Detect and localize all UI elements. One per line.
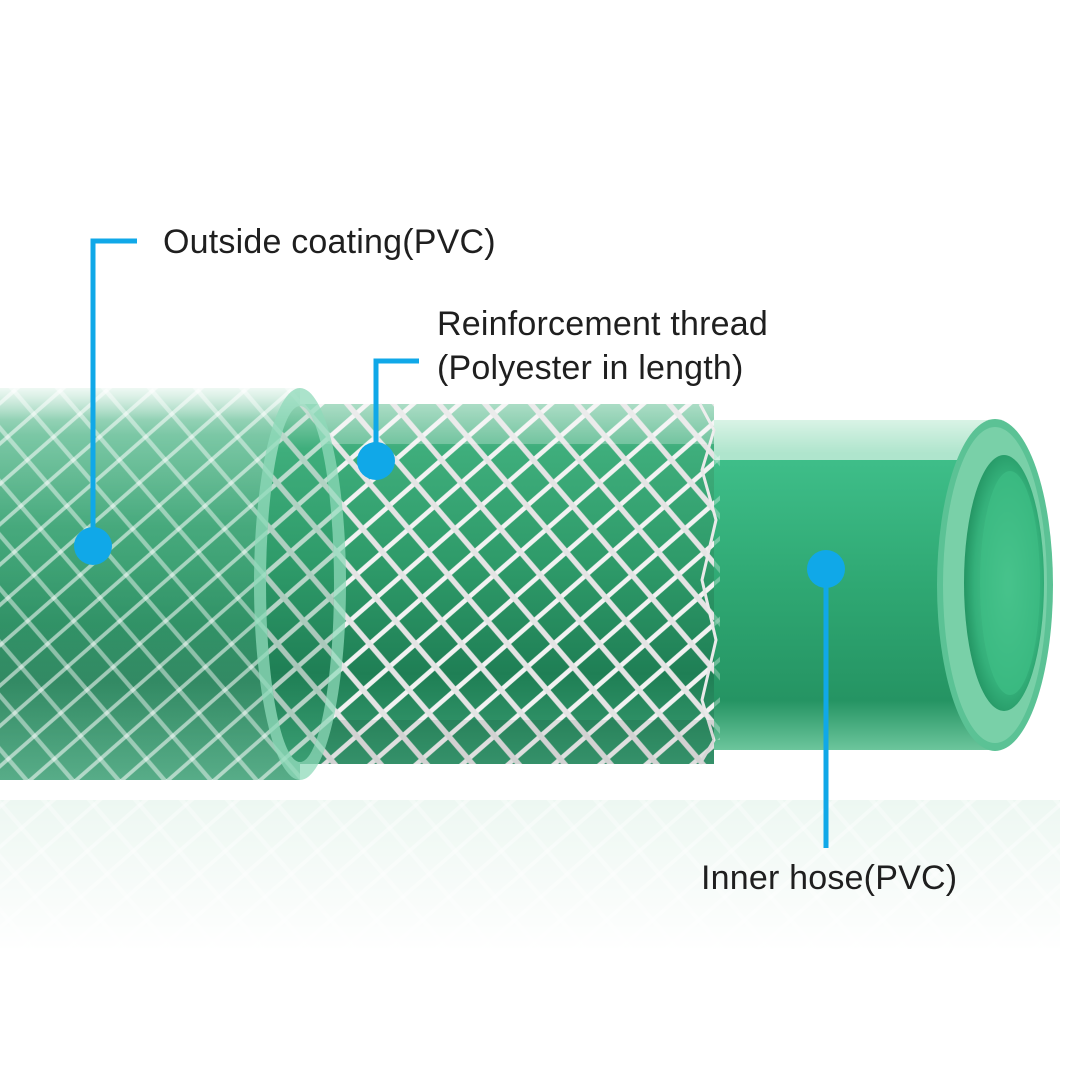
callout-inner-line — [807, 550, 845, 848]
callout-outside-dot — [74, 527, 112, 565]
floor-reflection — [0, 800, 1080, 950]
callout-reinforce-dot — [357, 442, 395, 480]
callout-outside-line — [74, 238, 137, 565]
outside-coating-label: Outside coating(PVC) — [163, 223, 496, 261]
outside-coating — [0, 388, 346, 780]
callout-reinforce-line — [357, 358, 419, 480]
inner-hose-label: Inner hose(PVC) — [701, 859, 958, 897]
reinforcement-label: Reinforcement thread (Polyester in lengt… — [437, 302, 768, 390]
reinforcement-label-line2: (Polyester in length) — [437, 349, 744, 387]
callout-inner-dot — [807, 550, 845, 588]
reinforcement-braid — [262, 403, 718, 765]
reinforcement-label-line1: Reinforcement thread — [437, 305, 768, 343]
